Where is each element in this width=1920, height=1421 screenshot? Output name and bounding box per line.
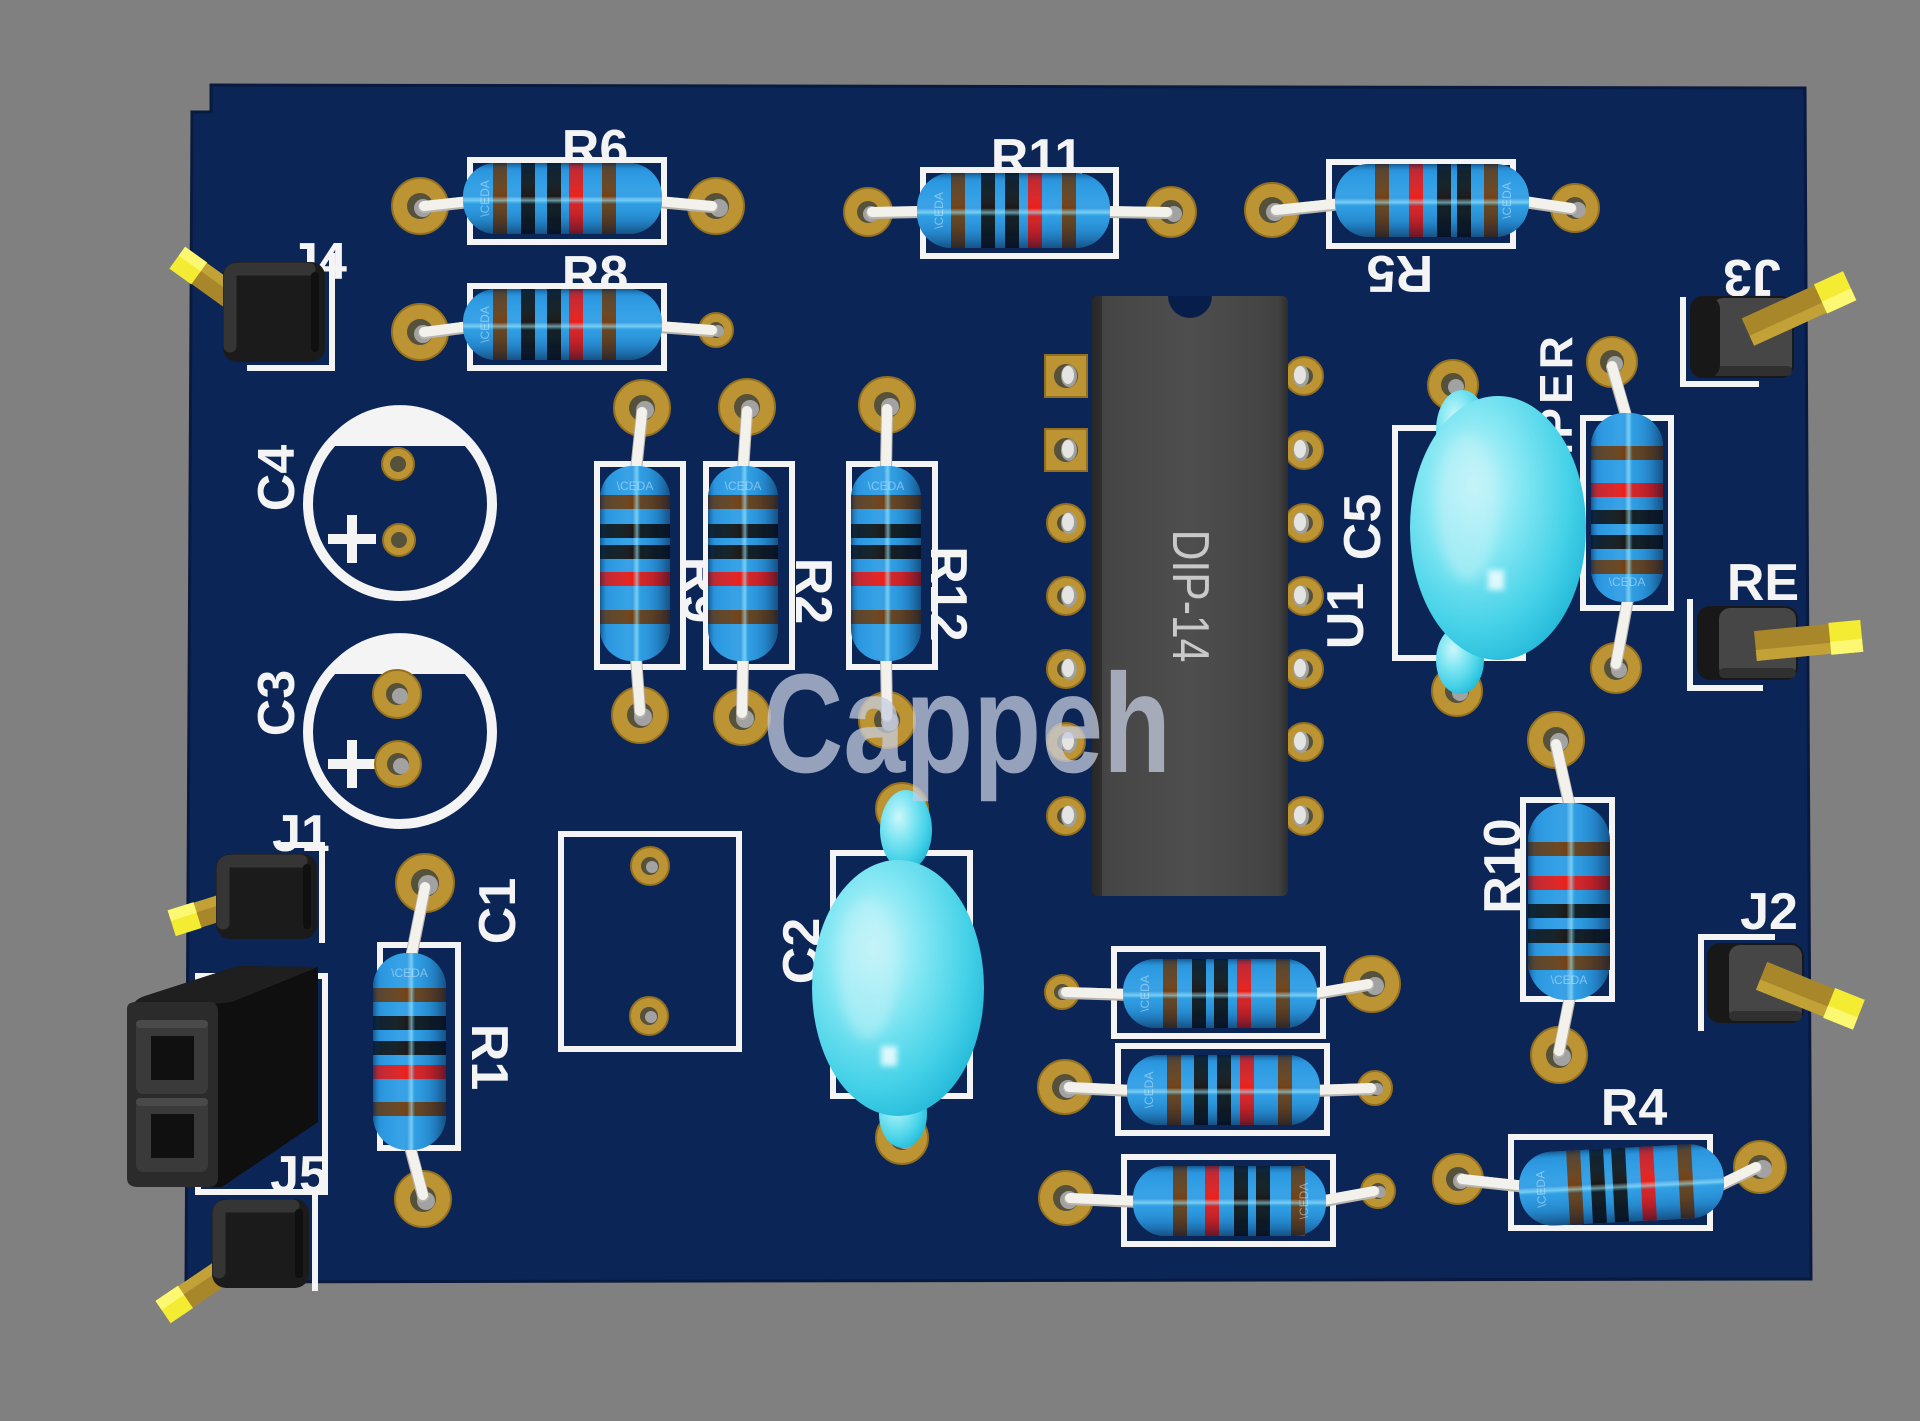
svg-text:J1: J1: [272, 805, 330, 863]
svg-text:\CEDA: \CEDA: [932, 192, 946, 229]
svg-text:J2: J2: [1740, 883, 1798, 941]
svg-text:J5: J5: [270, 1146, 328, 1204]
svg-text:C3: C3: [248, 670, 306, 736]
svg-text:C1: C1: [469, 878, 527, 944]
svg-text:\CEDA: \CEDA: [1142, 1072, 1156, 1109]
svg-text:\CEDA: \CEDA: [617, 479, 654, 493]
svg-text:\CEDA: \CEDA: [1297, 1183, 1311, 1220]
svg-text:U1: U1: [1317, 583, 1375, 649]
svg-text:\CEDA: \CEDA: [1533, 1171, 1549, 1208]
svg-text:C4: C4: [248, 445, 306, 512]
svg-text:\CEDA: \CEDA: [1551, 973, 1588, 987]
svg-text:Cappeh: Cappeh: [763, 644, 1171, 802]
svg-text:\CEDA: \CEDA: [478, 180, 492, 217]
svg-text:R10: R10: [1474, 818, 1532, 913]
svg-text:\CEDA: \CEDA: [1609, 575, 1646, 589]
svg-text:\CEDA: \CEDA: [478, 306, 492, 343]
svg-text:\CEDA: \CEDA: [868, 479, 905, 493]
svg-text:C5: C5: [1334, 494, 1392, 560]
svg-text:\CEDA: \CEDA: [1500, 182, 1514, 219]
svg-text:\CEDA: \CEDA: [725, 479, 762, 493]
svg-text:DIP-14: DIP-14: [1161, 530, 1219, 663]
svg-text:R5: R5: [1367, 244, 1433, 302]
svg-text:R1: R1: [460, 1024, 518, 1090]
svg-text:R2: R2: [784, 558, 842, 624]
svg-text:R4: R4: [1601, 1079, 1668, 1137]
svg-text:RE: RE: [1727, 554, 1799, 612]
svg-text:\CEDA: \CEDA: [391, 966, 428, 980]
svg-text:\CEDA: \CEDA: [1138, 975, 1152, 1012]
svg-text:R12: R12: [919, 546, 977, 641]
